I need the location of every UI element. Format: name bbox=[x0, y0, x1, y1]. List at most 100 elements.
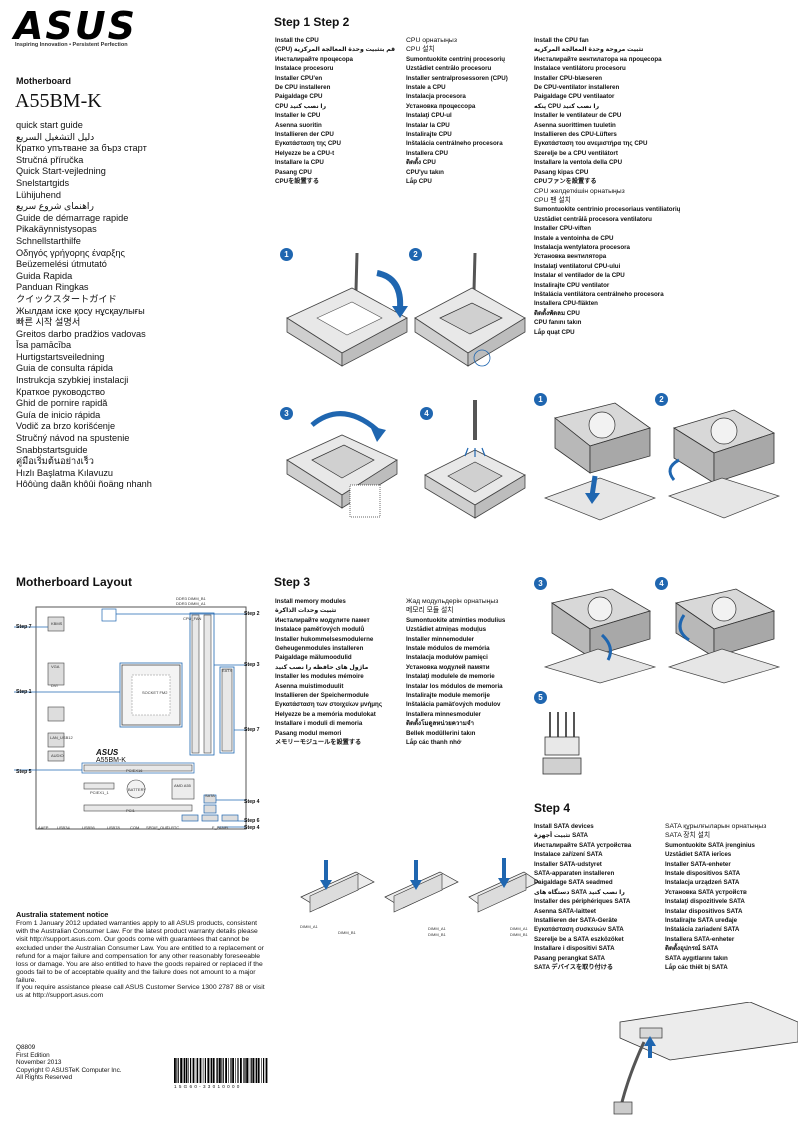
fan-cable-connector-illustration bbox=[542, 712, 582, 775]
fan-instruction-line: Pasang kipas CPU bbox=[534, 168, 589, 176]
language-entry: quick start guide bbox=[16, 120, 83, 130]
sata-instruction-line: SATA-apparaten installeren bbox=[534, 870, 615, 878]
language-entry: Hurtigstartsveiledning bbox=[16, 351, 105, 362]
fan-instruction-line: Sumontuokite centrinio procesoriaus vent… bbox=[534, 206, 681, 214]
sata-instruction-line: Installer des périphériques SATA bbox=[534, 898, 631, 906]
sata-instruction-line: SATA デバイスを取り付ける bbox=[534, 964, 614, 972]
barcode-bar bbox=[188, 1058, 189, 1083]
memory-insert-illustration-2 bbox=[384, 860, 459, 913]
sata-instruction-line: Installare i dispositivi SATA bbox=[534, 945, 615, 953]
barcode-bar bbox=[219, 1058, 221, 1083]
sata-instruction-line: Установка SATA устройств bbox=[665, 888, 747, 896]
sata-instruction-line: ติดตั้งอุปกรณ์ SATA bbox=[665, 945, 719, 953]
cpu-instruction-line: Sumontuokite centrinį procesorių bbox=[406, 55, 506, 63]
step4-title: Step 4 bbox=[534, 801, 571, 815]
sata-instruction-line: SATA құрылғыларын орнатыңыз bbox=[665, 823, 767, 830]
motherboard-layout-diagram bbox=[14, 606, 247, 830]
memory-instruction-line: Installer les modules mémoire bbox=[275, 673, 364, 681]
dimm-label-a1-1: DIMM_A1 bbox=[300, 924, 318, 929]
barcode-bar bbox=[246, 1058, 248, 1083]
callout-step7-left: Step 7 bbox=[16, 624, 32, 630]
sata-instruction-line: Инсталирайте SATA устройства bbox=[534, 841, 632, 849]
cpu-instruction-line: Instalacja procesora bbox=[406, 93, 466, 101]
barcode-bar bbox=[230, 1058, 232, 1083]
part-usb56: USB56 bbox=[82, 825, 95, 830]
footer-line: Q8809 bbox=[16, 1044, 36, 1051]
sata-instruction-line: دستگاه های SATA را نصب کنید bbox=[534, 888, 625, 896]
barcode-bar bbox=[252, 1058, 255, 1083]
footer-line: All Rights Reserved bbox=[16, 1074, 73, 1082]
callout-step2: Step 2 bbox=[244, 611, 260, 617]
language-entry: 빠른 시작 설명서 bbox=[16, 317, 81, 328]
part-amd-a55: AMD A55 bbox=[174, 783, 191, 788]
part-pciex1-1: PCIEX1_1 bbox=[90, 790, 109, 795]
memory-instruction-line: Εγκατάσταση των στοιχείων μνήμης bbox=[275, 701, 383, 709]
cpu-instruction-line: Instalaţi CPU-ul bbox=[406, 112, 452, 120]
cpu-instruction-line: Pasang CPU bbox=[275, 168, 312, 176]
language-entry: Īsa pamācība bbox=[16, 340, 72, 351]
australia-notice-title: Australia statement notice bbox=[16, 910, 109, 919]
cpu-instruction-line: CPU'yu takın bbox=[406, 168, 444, 176]
barcode-bar bbox=[211, 1058, 213, 1083]
barcode-bar bbox=[248, 1058, 250, 1083]
fan-instruction-line: Installer CPU-viften bbox=[534, 225, 592, 233]
part-pciex16: PCIEX16 bbox=[126, 768, 143, 773]
dimm-label-b1-3: DIMM_B1 bbox=[510, 932, 528, 937]
barcode-bar bbox=[202, 1058, 204, 1083]
memory-instruction-line: ติดตั้งโมดูลหน่วยความจำ bbox=[406, 720, 474, 728]
dimm-label-a1-3: DIMM_A1 bbox=[510, 926, 528, 931]
step3-title: Step 3 bbox=[274, 575, 311, 589]
language-entry: Guía de inicio rápida bbox=[16, 409, 101, 420]
memory-instruction-line: Install memory modules bbox=[275, 598, 346, 605]
fan-step-number-4: 4 bbox=[655, 577, 668, 590]
cpu-instruction-line: Instale a CPU bbox=[406, 84, 446, 92]
sata-instruction-line: SATA aygıtlarını takın bbox=[665, 954, 728, 962]
cpu-fan-lower-onto-socket-illustration bbox=[544, 402, 656, 521]
memory-instruction-line: Paigaldage mälumoodulid bbox=[275, 654, 352, 662]
barcode-bar bbox=[209, 1058, 211, 1083]
cpu-instruction-line: Εγκατάσταση της CPU bbox=[275, 140, 341, 148]
barcode-bar bbox=[265, 1058, 268, 1083]
barcode-bar bbox=[197, 1058, 199, 1083]
cpu-instruction-line: CPU را نصب کنید bbox=[275, 102, 327, 110]
motherboard-layout-title: Motherboard Layout bbox=[16, 575, 132, 589]
barcode-bar bbox=[232, 1058, 234, 1083]
part-eatx: EATX bbox=[222, 668, 233, 673]
barcode-bar bbox=[177, 1058, 179, 1083]
install-cpu-text-col1: Install the CPU(CPU) قم بتثبيت وحدة المع… bbox=[275, 36, 401, 187]
sata-instruction-line: تثبيت أجهزة SATA bbox=[534, 832, 588, 840]
language-entry: Instrukcja szybkiej instalacji bbox=[16, 375, 129, 386]
callout-step4-b: Step 4 bbox=[244, 825, 260, 831]
sata-instruction-line: Instalirajte SATA uređaje bbox=[665, 917, 738, 925]
sata-instruction-line: Instalace zařízení SATA bbox=[534, 851, 603, 859]
apply-thermal-paste-illustration bbox=[424, 400, 526, 519]
barcode-bar bbox=[222, 1058, 224, 1083]
part-sata: SATA bbox=[205, 793, 215, 798]
sata-instruction-line: Pasang perangkat SATA bbox=[534, 954, 605, 962]
dimm-label-b1-1: DIMM_B1 bbox=[338, 930, 356, 935]
barcode-bar bbox=[180, 1058, 182, 1083]
part-f-panel: F_PANEL bbox=[212, 825, 230, 830]
fan-instruction-line: CPU 팬 설치 bbox=[534, 196, 571, 204]
sata-instruction-line: Instale dispositivos SATA bbox=[665, 870, 741, 878]
language-entry: Guia de consulta rápida bbox=[16, 363, 114, 374]
language-entry: Кратко упътване за бърз старт bbox=[16, 143, 147, 154]
language-entry: Жылдам іске қосу нұсқаулығы bbox=[16, 305, 145, 316]
memory-instruction-line: 메모리 모듈 설치 bbox=[406, 607, 454, 615]
language-entry: Snabbstartsguide bbox=[16, 444, 88, 455]
cpu-instruction-line: Installer le CPU bbox=[275, 112, 321, 120]
barcode-bar bbox=[225, 1058, 227, 1083]
language-entry: Краткое руководство bbox=[16, 386, 106, 397]
language-entry: クイックスタートガイド bbox=[16, 293, 117, 304]
socket-lever-down-illustration bbox=[286, 411, 398, 518]
barcode-bar bbox=[257, 1058, 260, 1083]
fan-instruction-line: Installer le ventilateur de CPU bbox=[534, 112, 622, 120]
memory-instruction-line: Instalace paměťových modulů bbox=[275, 626, 365, 634]
cpu-instruction-line: Paigaldage CPU bbox=[275, 93, 323, 101]
cpu-instruction-line: (CPU) قم بتثبيت وحدة المعالجة المركزية bbox=[275, 46, 396, 54]
callout-step1: Step 1 bbox=[16, 689, 32, 695]
step-number-3: 3 bbox=[280, 407, 293, 420]
